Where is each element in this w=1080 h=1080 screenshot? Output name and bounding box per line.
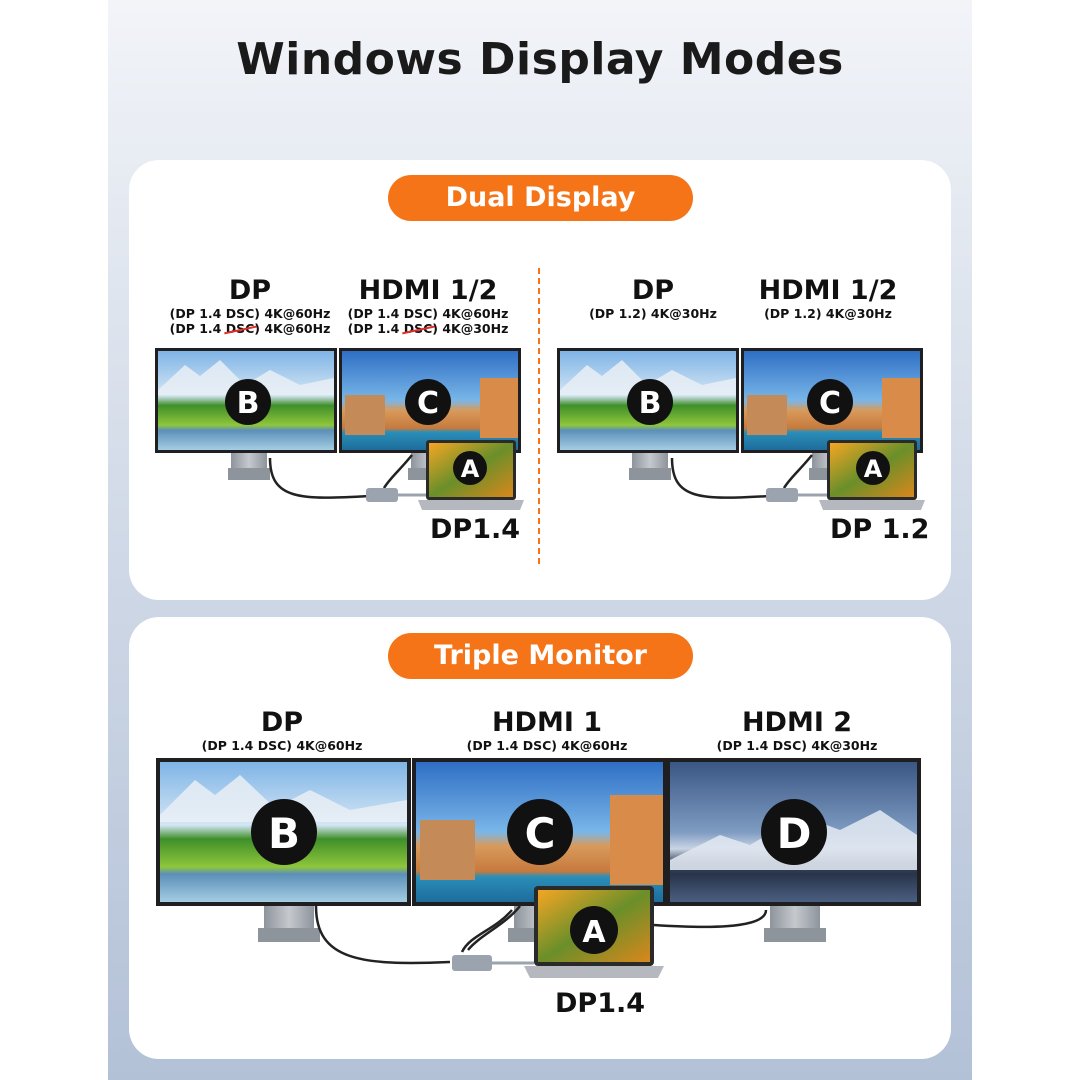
badge-b-dual-right: B: [627, 379, 673, 425]
triple-hdmi1-line1: (DP 1.4 DSC) 4K@60Hz: [466, 738, 628, 753]
dual-right-hdmi-label: HDMI 1/2 (DP 1.2) 4K@30Hz: [738, 275, 918, 322]
dual-right-hdmi-line1: (DP 1.2) 4K@30Hz: [764, 306, 892, 321]
dual-left-hdmi-line1: (DP 1.4 DSC) 4K@60Hz: [347, 306, 509, 321]
badge-label: A: [582, 915, 606, 950]
dual-right-dp-label: DP (DP 1.2) 4K@30Hz: [563, 275, 743, 322]
dual-right-dp-name: DP: [631, 275, 675, 306]
badge-c-dual-left: C: [405, 379, 451, 425]
strikethrough-text: DSC: [403, 321, 433, 336]
badge-label: B: [268, 809, 300, 858]
strikethrough-text: DSC: [225, 321, 255, 336]
triple-adapter: [452, 955, 492, 971]
badge-a-dual-left: A: [453, 451, 487, 485]
dual-left-dp-line1: (DP 1.4 DSC) 4K@60Hz: [169, 306, 331, 321]
triple-hdmi2-line1: (DP 1.4 DSC) 4K@30Hz: [716, 738, 878, 753]
badge-b-dual-left: B: [225, 379, 271, 425]
triple-dp-line1: (DP 1.4 DSC) 4K@60Hz: [201, 738, 363, 753]
dual-right-port-label: DP 1.2: [830, 514, 930, 545]
triple-monitor-heading: Triple Monitor: [388, 633, 693, 679]
badge-label: C: [525, 809, 556, 858]
dual-left-adapter: [366, 488, 398, 502]
dual-display-heading: Dual Display: [388, 175, 693, 221]
dual-left-dp-name: DP: [228, 275, 272, 306]
badge-label: B: [639, 386, 662, 421]
dual-left-hdmi-label: HDMI 1/2 (DP 1.4 DSC) 4K@60Hz (DP 1.4 DS…: [338, 275, 518, 337]
badge-label: C: [819, 386, 841, 421]
badge-b-triple: B: [251, 799, 317, 865]
badge-c-triple: C: [507, 799, 573, 865]
dual-left-dp-line2: (DP 1.4 DSC) 4K@60Hz: [169, 321, 331, 336]
dual-left-dp-label: DP (DP 1.4 DSC) 4K@60Hz (DP 1.4 DSC) 4K@…: [160, 275, 340, 337]
triple-hdmi2-name: HDMI 2: [741, 707, 853, 738]
dual-left-port-label: DP1.4: [430, 514, 521, 545]
dual-left-hdmi-line2: (DP 1.4 DSC) 4K@30Hz: [347, 321, 509, 336]
dual-right-hdmi-name: HDMI 1/2: [758, 275, 898, 306]
badge-label: D: [777, 809, 812, 858]
badge-label: B: [237, 386, 260, 421]
triple-hdmi1-name: HDMI 1: [491, 707, 603, 738]
badge-label: A: [461, 455, 480, 483]
triple-hdmi1-label: HDMI 1 (DP 1.4 DSC) 4K@60Hz: [447, 707, 647, 754]
badge-label: C: [417, 386, 439, 421]
dual-right-dp-line1: (DP 1.2) 4K@30Hz: [589, 306, 717, 321]
badge-d-triple: D: [761, 799, 827, 865]
dual-left-hdmi-name: HDMI 1/2: [358, 275, 498, 306]
dashed-divider: [538, 268, 540, 564]
triple-hdmi2-label: HDMI 2 (DP 1.4 DSC) 4K@30Hz: [697, 707, 897, 754]
triple-dp-name: DP: [260, 707, 304, 738]
triple-port-label: DP1.4: [555, 988, 646, 1019]
page-title: Windows Display Modes: [236, 34, 844, 85]
badge-c-dual-right: C: [807, 379, 853, 425]
badge-a-triple: A: [570, 906, 618, 954]
badge-a-dual-right: A: [856, 451, 890, 485]
triple-dp-label: DP (DP 1.4 DSC) 4K@60Hz: [182, 707, 382, 754]
badge-label: A: [864, 455, 883, 483]
dual-right-adapter: [766, 488, 798, 502]
